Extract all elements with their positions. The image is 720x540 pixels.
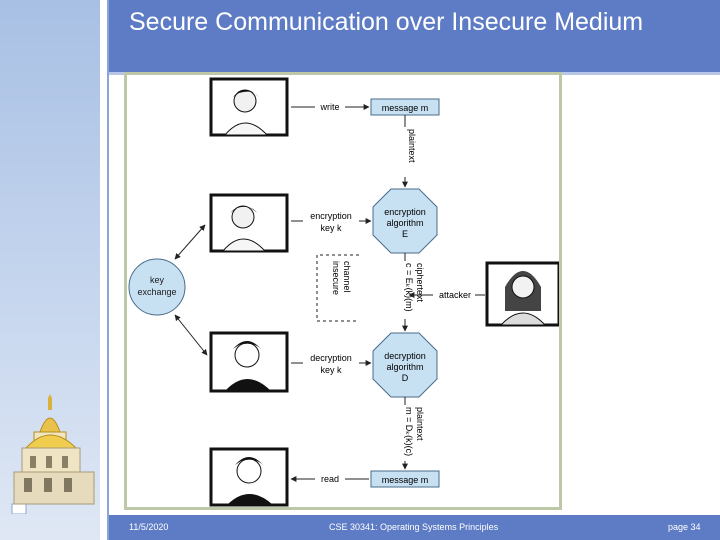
person-icon — [209, 331, 289, 393]
person-icon — [209, 77, 289, 137]
encryption-algorithm-node — [372, 188, 438, 254]
decryption-key-label: decryption — [310, 353, 352, 363]
dome-logo-icon — [11, 394, 95, 514]
footer-page-number: page 34 — [668, 522, 701, 532]
message-label-top: message m — [382, 103, 429, 113]
message-label-bottom: message m — [382, 475, 429, 485]
attacker-icon — [485, 261, 561, 327]
insecure-channel-label: channel — [342, 261, 352, 293]
key-exchange-arrow — [174, 314, 208, 356]
encryption-algorithm-label: E — [402, 229, 408, 239]
diagram-frame: key exchange message m write plaintext e… — [124, 72, 562, 510]
encryption-key-label: key k — [320, 223, 342, 233]
insecure-channel-label: insecure — [331, 261, 341, 295]
plaintext-label-bottom: m = Dₖ(k)(c) — [404, 407, 414, 456]
person-icon — [209, 193, 289, 253]
key-exchange-label: exchange — [137, 287, 176, 297]
slide-title: Secure Communication over Insecure Mediu… — [129, 8, 644, 36]
read-label: read — [321, 474, 339, 484]
ciphertext-label: c = Eₖ(k)(m) — [404, 263, 414, 312]
encryption-key-label: encryption — [310, 211, 352, 221]
decryption-algorithm-label: D — [402, 373, 409, 383]
footer-course: CSE 30341: Operating Systems Principles — [329, 522, 499, 532]
footer-date: 11/5/2020 — [129, 522, 169, 532]
decryption-key-label: key k — [320, 365, 342, 375]
plaintext-label-bottom: plaintext — [415, 407, 425, 441]
write-label: write — [319, 102, 339, 112]
header-band — [109, 0, 720, 72]
message-box-bottom — [370, 470, 440, 488]
insecure-channel-bracket — [316, 254, 359, 322]
sidebar-divider-accent — [107, 0, 109, 540]
decryption-algorithm-label: decryption — [384, 351, 426, 361]
ciphertext-label: ciphertext — [415, 263, 425, 303]
encryption-algorithm-label: algorithm — [386, 218, 423, 228]
key-exchange-node — [128, 258, 186, 316]
attacker-label: attacker — [439, 290, 471, 300]
decryption-algorithm-node — [372, 332, 438, 398]
decryption-algorithm-label: algorithm — [386, 362, 423, 372]
footer-band — [109, 515, 720, 540]
sidebar-divider — [103, 0, 106, 540]
plaintext-label-top: plaintext — [407, 129, 417, 163]
encryption-algorithm-label: encryption — [384, 207, 426, 217]
secure-communication-diagram: key exchange message m write plaintext e… — [128, 77, 561, 507]
person-icon — [209, 447, 289, 507]
key-exchange-label: key — [150, 275, 165, 285]
key-exchange-arrow — [174, 224, 206, 260]
